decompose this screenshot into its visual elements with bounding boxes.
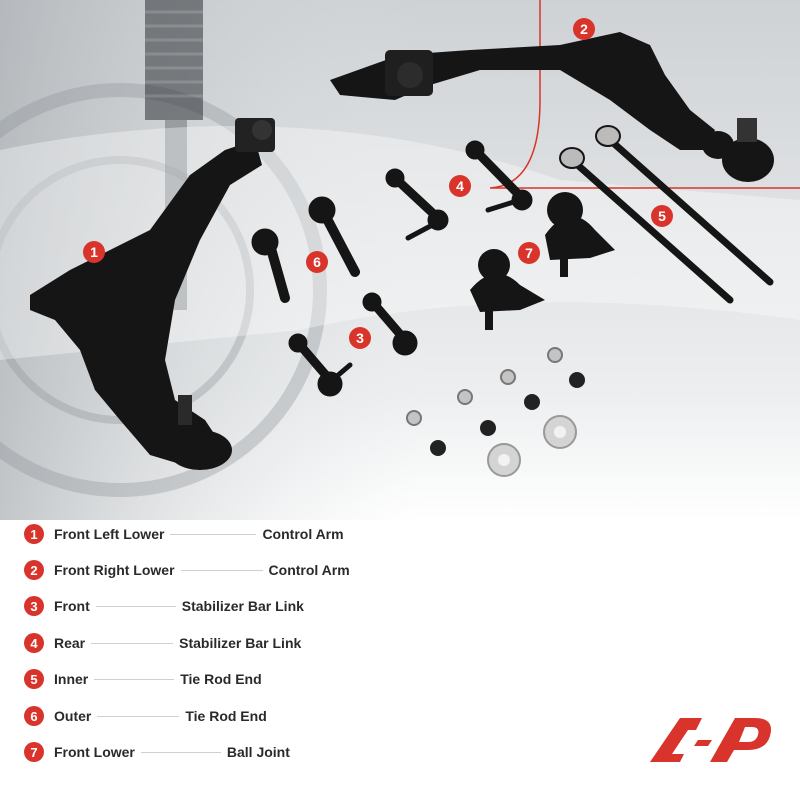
callout-5: 5	[651, 205, 673, 227]
leader-line	[180, 569, 263, 571]
callout-6: 6	[306, 251, 328, 273]
right-control-arm	[330, 32, 774, 182]
legend-part: Tie Rod End	[185, 708, 267, 724]
legend-row-4: 4 Rear Stabilizer Bar Link	[24, 631, 424, 655]
legend-row-2: 2 Front Right Lower Control Arm	[24, 558, 424, 582]
product-photo	[0, 0, 800, 520]
legend-number: 3	[24, 596, 44, 616]
leader-line	[94, 678, 175, 680]
brand-logo	[650, 718, 771, 762]
legend-row-5: 5 Inner Tie Rod End	[24, 667, 424, 691]
outer-tie-rods	[251, 196, 360, 303]
legend-number: 5	[24, 669, 44, 689]
leader-line	[95, 605, 176, 607]
left-control-arm	[30, 118, 275, 470]
legend-row-3: 3 Front Stabilizer Bar Link	[24, 594, 424, 618]
legend-position: Front Left Lower	[54, 526, 165, 542]
legend-part: Stabilizer Bar Link	[181, 598, 304, 614]
legend-position: Outer	[54, 708, 92, 724]
legend-part: Stabilizer Bar Link	[179, 635, 302, 651]
front-stabilizer-links	[288, 292, 418, 397]
leader-line	[140, 751, 221, 753]
legend-row-6: 6 Outer Tie Rod End	[24, 704, 424, 728]
legend-position: Front	[54, 598, 90, 614]
legend-part: Ball Joint	[226, 744, 290, 760]
callout-4: 4	[449, 175, 471, 197]
legend-position: Inner	[54, 671, 89, 687]
legend-position: Front Right Lower	[54, 562, 175, 578]
legend-row-7: 7 Front Lower Ball Joint	[24, 740, 424, 764]
legend-number: 1	[24, 524, 44, 544]
inner-tie-rods	[559, 125, 774, 304]
highlight-outline	[489, 0, 800, 189]
callout-7: 7	[518, 242, 540, 264]
legend-row-1: 1 Front Left Lower Control Arm	[24, 522, 424, 546]
leader-line	[91, 642, 174, 644]
callout-3: 3	[349, 327, 371, 349]
legend-number: 4	[24, 633, 44, 653]
legend-part: Control Arm	[268, 562, 350, 578]
callout-1: 1	[83, 241, 105, 263]
legend-part: Control Arm	[262, 526, 344, 542]
ball-joints	[470, 192, 615, 330]
rear-stabilizer-links	[385, 140, 533, 241]
legend-number: 6	[24, 706, 44, 726]
legend-number: 2	[24, 560, 44, 580]
leader-line	[170, 533, 257, 535]
leader-line	[97, 715, 180, 717]
callout-2: 2	[573, 18, 595, 40]
legend-part: Tie Rod End	[180, 671, 262, 687]
hardware-nuts-washers	[406, 347, 585, 477]
legend-position: Front Lower	[54, 744, 135, 760]
legend-number: 7	[24, 742, 44, 762]
legend-position: Rear	[54, 635, 86, 651]
